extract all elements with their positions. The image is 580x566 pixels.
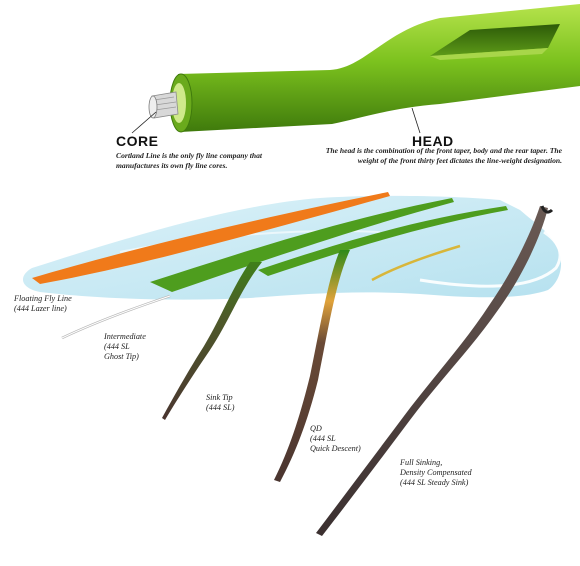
full-sinking-transition-taper: [371, 244, 461, 282]
core-title: CORE: [116, 133, 159, 149]
qd-floating-section: [258, 206, 508, 276]
full-sinking-tip: [540, 205, 554, 214]
floating-line-label-line: (444 Lazer line): [14, 304, 67, 313]
sink-tip-label: Sink Tip (444 SL): [206, 393, 234, 413]
core-description-line: manufactures its own fly line cores.: [116, 161, 228, 170]
core-leader-line: [131, 111, 157, 134]
sink-tip-floating-section: [150, 198, 454, 292]
head-description: The head is the combination of the front…: [220, 146, 562, 166]
full-sinking-label-line: Density Compensated: [400, 468, 472, 477]
intermediate-label-line: Intermediate: [104, 332, 146, 341]
intermediate-label: Intermediate (444 SL Ghost Tip): [104, 332, 146, 362]
sink-tip-label-line: Sink Tip: [206, 393, 233, 402]
head-leader-line: [411, 107, 421, 134]
floating-line-label: Floating Fly Line (444 Lazer line): [14, 294, 72, 314]
head-line-segment: [169, 4, 580, 133]
qd-line: [274, 250, 350, 482]
intermediate-label-line: (444 SL: [104, 342, 130, 351]
qd-label-line: QD: [310, 424, 322, 433]
full-sinking-label-line: (444 SL Steady Sink): [400, 478, 469, 487]
head-description-line: weight of the front thirty feet dictates…: [357, 156, 562, 165]
head-title: HEAD: [412, 133, 454, 149]
head-description-line: The head is the combination of the front…: [325, 146, 562, 155]
core-description-line: Cortland Line is the only fly line compa…: [116, 151, 262, 160]
qd-label-line: Quick Descent): [310, 444, 361, 453]
full-sinking-label: Full Sinking, Density Compensated (444 S…: [400, 458, 472, 488]
floating-fly-line: [32, 192, 390, 284]
sink-tip-line: [162, 262, 262, 420]
intermediate-line-highlight: [61, 295, 171, 339]
intermediate-label-line: Ghost Tip): [104, 352, 139, 361]
qd-label-line: (444 SL: [310, 434, 336, 443]
core-description: Cortland Line is the only fly line compa…: [116, 151, 262, 171]
qd-label: QD (444 SL Quick Descent): [310, 424, 361, 454]
floating-line-label-line: Floating Fly Line: [14, 294, 72, 303]
full-sinking-line: [316, 206, 548, 536]
sink-tip-label-line: (444 SL): [206, 403, 235, 412]
full-sinking-label-line: Full Sinking,: [400, 458, 443, 467]
